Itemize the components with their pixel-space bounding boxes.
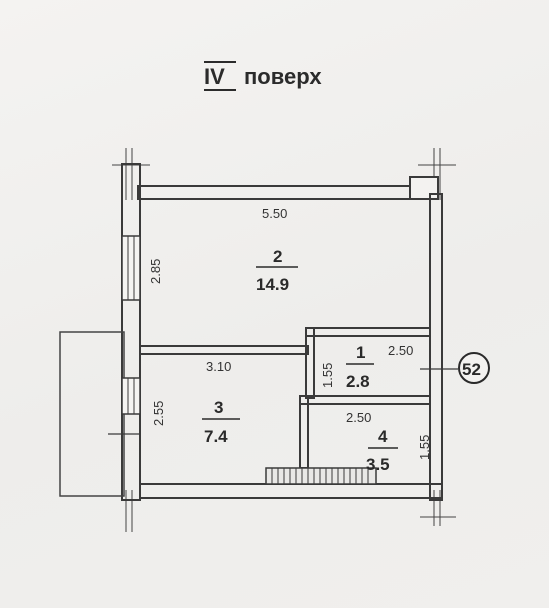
partition-room1-room4: [299, 395, 431, 405]
apartment-badge: 52: [420, 352, 490, 384]
room-1-number: 1: [356, 343, 365, 362]
dim-room4-width: 2.50: [346, 410, 371, 425]
dim-top-width: 5.50: [262, 206, 287, 221]
room-3-area: 7.4: [204, 427, 228, 446]
interior-partitions: [139, 327, 431, 469]
room-4-number: 4: [378, 427, 388, 446]
floor-title: IV поверх: [204, 61, 322, 91]
room-3-number: 3: [214, 398, 223, 417]
balcony-outline: [59, 331, 125, 497]
partition-room1-left: [305, 327, 315, 399]
floor-roman-numeral: IV: [204, 64, 225, 89]
radiator-grille: [265, 467, 377, 485]
room-2-label: 2 14.9: [256, 247, 298, 294]
room-4-label: 4 3.5: [366, 427, 398, 474]
wall-right: [429, 193, 443, 501]
wall-top: [137, 185, 429, 200]
partition-room4-left: [299, 395, 309, 469]
dim-room4-height: 1.55: [417, 435, 432, 460]
dim-left-upper-height: 2.85: [148, 259, 163, 284]
dim-room1-width: 2.50: [388, 343, 413, 358]
badge-number: 52: [462, 360, 481, 379]
window-left-upper: [121, 235, 141, 301]
dim-left-lower-height: 2.55: [151, 401, 166, 426]
room-1-area: 2.8: [346, 372, 370, 391]
room-4-area: 3.5: [366, 455, 390, 474]
wall-bottom: [139, 483, 443, 499]
window-left-lower: [121, 377, 141, 415]
dim-room1-height: 1.55: [320, 363, 335, 388]
dim-middle-width: 3.10: [206, 359, 231, 374]
room-2-area: 14.9: [256, 275, 289, 294]
room-1-label: 1 2.8: [346, 343, 374, 391]
room-3-label: 3 7.4: [202, 398, 240, 446]
badge-circle: [458, 352, 490, 384]
partition-room2-room3: [139, 345, 309, 355]
room-2-number: 2: [273, 247, 282, 266]
partition-room1-top: [305, 327, 431, 337]
floor-word: поверх: [244, 64, 322, 89]
column-top-right: [409, 176, 439, 200]
dimension-labels: 5.50 2.85 3.10 2.55 1.55 2.50 2.50 1.55: [148, 206, 432, 460]
